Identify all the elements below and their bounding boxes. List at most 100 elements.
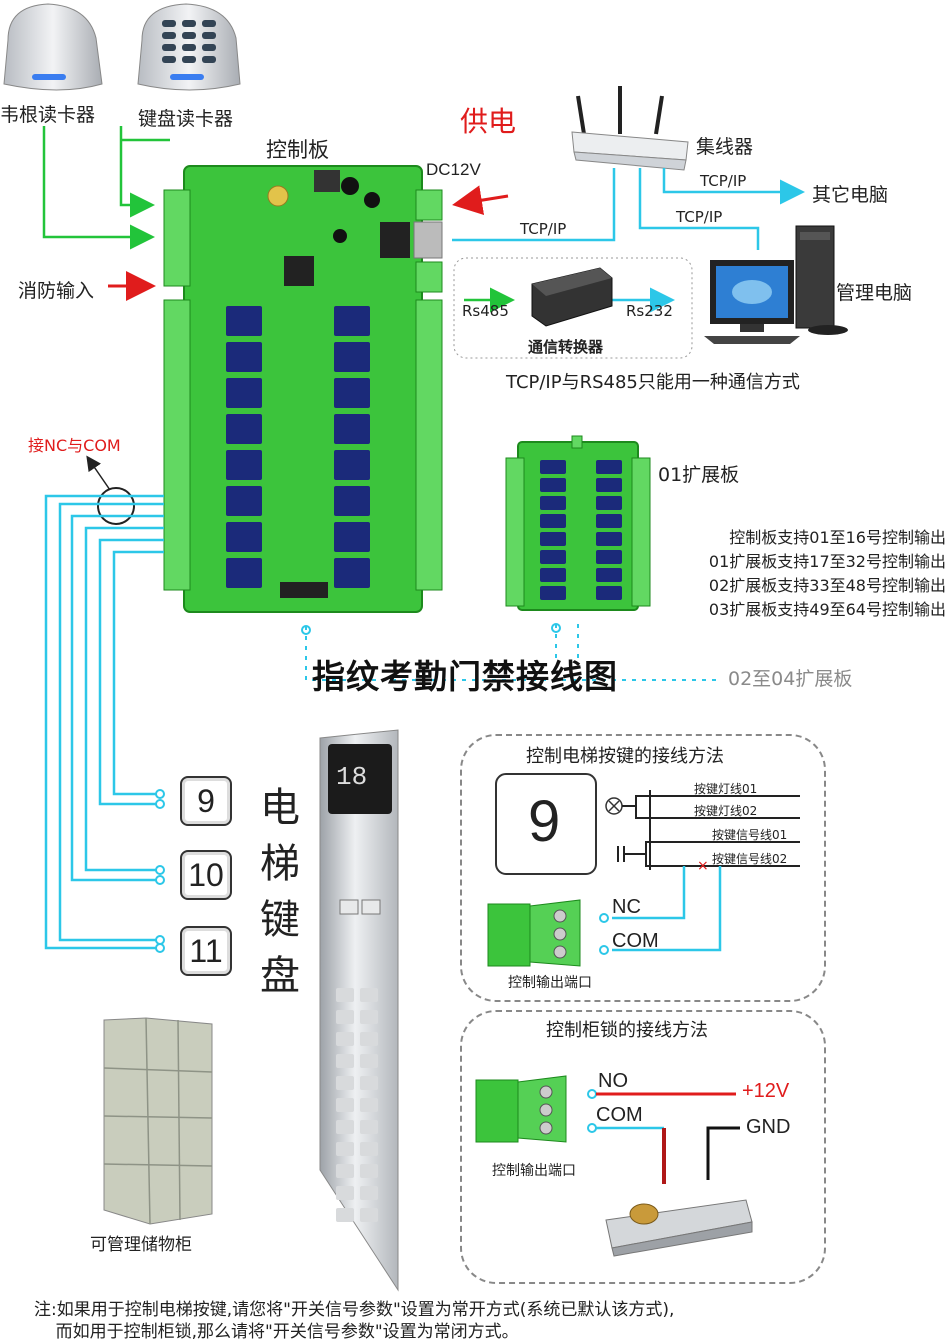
elevator-panel-frame xyxy=(460,734,826,1002)
relay xyxy=(334,486,370,516)
fire-input-label: 消防输入 xyxy=(18,280,95,302)
relay xyxy=(226,486,262,516)
comm-note: TCP/IP与RS485只能用一种通信方式 xyxy=(506,372,800,393)
relay xyxy=(334,450,370,480)
elevator-button xyxy=(360,1098,378,1112)
relay xyxy=(596,478,622,492)
relay xyxy=(334,558,370,588)
support-line-1: 控制板支持01至16号控制输出 xyxy=(729,528,946,547)
cabinet-label: 可管理储物柜 xyxy=(90,1235,192,1255)
keypad-reader xyxy=(137,3,241,91)
no-terminal-label: NO xyxy=(598,1070,628,1092)
hub-label: 集线器 xyxy=(696,136,754,158)
relay xyxy=(596,532,622,546)
management-pc xyxy=(704,225,848,344)
elevator-button xyxy=(336,1208,354,1222)
relay xyxy=(596,586,622,600)
elevator-wiring-panel: × xyxy=(487,773,800,967)
panel-key-9: 9 xyxy=(528,789,561,854)
keypad-reader-label: 键盘读卡器 xyxy=(138,108,234,130)
storage-cabinet xyxy=(103,1017,213,1225)
control-board xyxy=(163,165,443,613)
relay xyxy=(334,378,370,408)
relay xyxy=(540,478,566,492)
elevator-button xyxy=(336,988,354,1002)
dc12v-label: DC12V xyxy=(426,160,481,179)
expansion-links xyxy=(305,624,720,681)
elevator-button xyxy=(336,1076,354,1090)
lock-wiring-panel xyxy=(475,1075,753,1257)
svg-text:×: × xyxy=(697,858,709,874)
relay xyxy=(226,378,262,408)
elevator-button xyxy=(360,1164,378,1178)
lock-port-label: 控制输出端口 xyxy=(492,1163,576,1179)
elevator-button xyxy=(336,1186,354,1200)
wire-label-3: 按键信号线01 xyxy=(712,828,788,842)
expansion-label: 01扩展板 xyxy=(658,464,740,486)
relay xyxy=(540,550,566,564)
elevator-label: 电梯键盘 xyxy=(260,785,300,999)
elevator-button xyxy=(336,1142,354,1156)
elev-port-label: 控制输出端口 xyxy=(508,975,592,991)
mgmt-pc-label: 管理电脑 xyxy=(836,282,913,304)
note-line-1: 注:如果用于控制电梯按键,请您将"开关信号参数"设置为常开方式(系统已默认该方式… xyxy=(34,1300,675,1320)
elevator-button xyxy=(360,1076,378,1090)
tcpip-label-2: TCP/IP xyxy=(676,208,723,226)
elevator-button xyxy=(336,1164,354,1178)
relay xyxy=(334,342,370,372)
relay xyxy=(596,496,622,510)
support-line-2: 01扩展板支持17至32号控制输出 xyxy=(708,552,946,571)
hub-device xyxy=(571,86,689,171)
lock-panel-title: 控制柜锁的接线方法 xyxy=(542,1016,712,1042)
relay xyxy=(596,568,622,582)
reader-wires xyxy=(42,126,170,250)
relay xyxy=(226,306,262,336)
other-pc-label: 其它电脑 xyxy=(812,184,889,206)
converter-frame xyxy=(453,257,693,359)
relay xyxy=(226,414,262,444)
elevator-button xyxy=(360,1208,378,1222)
elevator-button xyxy=(360,1120,378,1134)
elevator-button xyxy=(336,1010,354,1024)
note-line-2: 而如用于控制柜锁,那么请将"开关信号参数"设置为常闭方式。 xyxy=(34,1322,519,1342)
page-title: 指纹考勤门禁接线图 xyxy=(312,657,618,696)
relay xyxy=(226,450,262,480)
elevator-panel-title: 控制电梯按键的接线方法 xyxy=(522,742,728,768)
relay xyxy=(334,522,370,552)
relay xyxy=(596,514,622,528)
wiegand-reader xyxy=(3,3,103,91)
network-wires xyxy=(452,168,805,313)
v12-label: +12V xyxy=(742,1080,790,1102)
gnd-label: GND xyxy=(746,1116,791,1138)
rs232-label: Rs232 xyxy=(626,302,673,320)
relay xyxy=(540,586,566,600)
elevator-button xyxy=(336,1098,354,1112)
relay xyxy=(334,414,370,444)
lock-com-label: COM xyxy=(596,1104,643,1126)
elevator-button xyxy=(336,1120,354,1134)
relay xyxy=(596,460,622,474)
elevator-button xyxy=(360,1054,378,1068)
wire-label-2: 按键灯线02 xyxy=(694,804,758,818)
elevator-button xyxy=(336,1054,354,1068)
nc-com-label: 接NC与COM xyxy=(28,436,121,455)
relay xyxy=(540,568,566,582)
wire-label-1: 按键灯线01 xyxy=(694,782,758,796)
elevator-button xyxy=(360,988,378,1002)
elevator-button xyxy=(360,1032,378,1046)
relay xyxy=(334,306,370,336)
rs485-label: Rs485 xyxy=(462,302,509,320)
converter-label: 通信转换器 xyxy=(528,338,604,356)
lock-panel-frame xyxy=(460,1010,826,1284)
elevator-button xyxy=(360,1186,378,1200)
expansion-relays xyxy=(540,460,622,600)
relay xyxy=(596,550,622,564)
wiegand-reader-label: 韦根读卡器 xyxy=(0,104,96,126)
relay xyxy=(226,558,262,588)
converter-device xyxy=(531,267,613,327)
relay xyxy=(540,532,566,546)
relay-array xyxy=(226,306,370,588)
elevator-button xyxy=(360,1142,378,1156)
elevator-button xyxy=(336,1032,354,1046)
elevator-key-11: 11 xyxy=(180,926,232,976)
